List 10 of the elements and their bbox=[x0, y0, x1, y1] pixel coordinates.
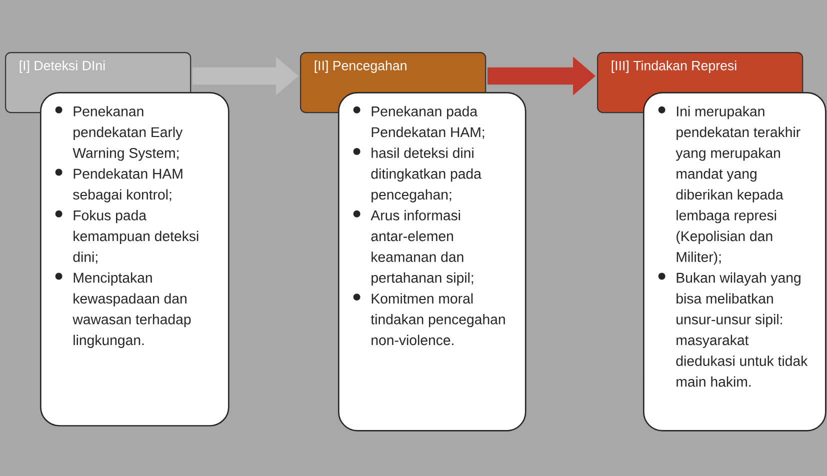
bullet-card bbox=[338, 92, 526, 432]
bullet-card bbox=[40, 92, 230, 426]
bullet-item: Menciptakan kewaspadaan dan wawasan terhadap lingkungan. bbox=[55, 272, 191, 348]
bullet-item: hasil deteksi dini ditingkatkan pada pencegahan; bbox=[353, 148, 482, 202]
bullet-item: Arus informasi antar-elemen keamanan dan pertahanan sipil; bbox=[353, 210, 474, 286]
bullet-item: Fokus pada kemampuan deteksi dini; bbox=[55, 210, 198, 264]
bullet-item: Pendekatan HAM sebagai kontrol; bbox=[55, 168, 182, 202]
bullet-item: Bukan wilayah yang bisa melibatkan unsur-unsur sipil: masyarakat diedukasi untuk tidak main hakim. bbox=[658, 272, 808, 387]
bullet-card bbox=[643, 92, 826, 432]
bullet-item: Komitmen moral tindakan pencegahan non-violence. bbox=[353, 293, 505, 346]
